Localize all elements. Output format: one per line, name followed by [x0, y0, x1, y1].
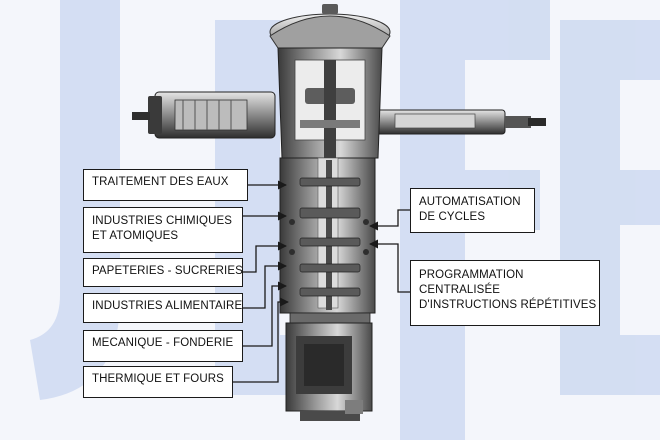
label-text: TRAITEMENT DES EAUX: [92, 176, 229, 188]
label-thermique-et-fours: THERMIQUE ET FOURS: [83, 366, 233, 398]
right-cylinder: [374, 109, 546, 135]
top-dome: [269, 4, 391, 51]
label-mecanique-fonderie: MECANIQUE - FONDERIE: [83, 330, 243, 362]
label-automatisation-de-cycles: AUTOMATISATION DE CYCLES: [410, 188, 535, 233]
label-text: THERMIQUE ET FOURS: [92, 373, 224, 385]
label-text: AUTOMATISATION: [419, 196, 521, 208]
label-text: PAPETERIES - SUCRERIES: [92, 265, 243, 277]
label-text: DE CYCLES: [419, 211, 486, 223]
label-programmation-centralisee: PROGRAMMATION CENTRALISÉE D'INSTRUCTIONS…: [410, 260, 600, 326]
label-text: ET ATOMIQUES: [92, 230, 179, 242]
upper-housing: [277, 47, 383, 180]
left-cylinder: [132, 91, 276, 139]
label-text: MECANIQUE - FONDERIE: [92, 337, 234, 349]
label-industries-chimiques: INDUSTRIES CHIMIQUES ET ATOMIQUES: [83, 207, 243, 253]
main-column: [279, 157, 376, 314]
label-text: PROGRAMMATION: [419, 269, 524, 281]
label-text: D'INSTRUCTIONS RÉPÉTITIVES: [419, 299, 597, 311]
label-papeteries-sucreries: PAPETERIES - SUCRERIES: [83, 258, 243, 287]
label-traitement-des-eaux: TRAITEMENT DES EAUX: [83, 169, 248, 201]
label-text: INDUSTRIES ALIMENTAIRES: [92, 300, 243, 312]
label-text: INDUSTRIES CHIMIQUES: [92, 215, 233, 227]
base-block: [285, 312, 373, 421]
label-industries-alimentaires: INDUSTRIES ALIMENTAIRES: [83, 293, 243, 323]
label-text: CENTRALISÉE: [419, 284, 500, 296]
